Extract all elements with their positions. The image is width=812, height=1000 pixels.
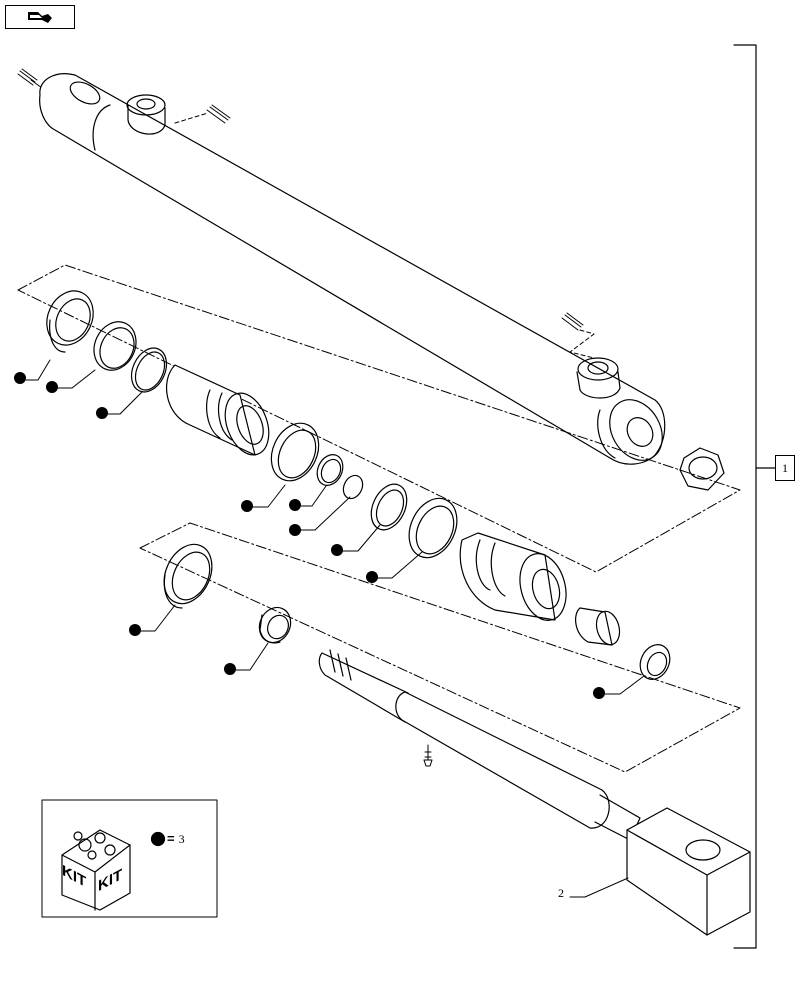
gland — [459, 532, 567, 621]
kit-quantity-equation: =3 — [167, 831, 185, 847]
rod-bushing — [258, 606, 292, 644]
set-screw — [423, 744, 433, 767]
grease-fitting-top — [174, 104, 231, 124]
next-page-button[interactable] — [5, 5, 75, 29]
next-page-arrow-icon — [28, 12, 52, 23]
o-ring-2 — [130, 347, 168, 393]
lock-nut — [679, 447, 725, 491]
kit-equals-sign: = — [167, 831, 175, 846]
seal-kit-boundary-lower — [139, 522, 741, 773]
grease-fitting-left — [17, 68, 43, 89]
piston — [166, 364, 270, 456]
o-ring-1 — [93, 321, 137, 371]
rod-callout-leader — [569, 877, 629, 898]
rod-callout-label: 2 — [558, 886, 564, 900]
bushing — [574, 607, 621, 646]
wiper-seal-upper — [46, 290, 94, 353]
small-o-ring — [342, 474, 364, 500]
gland-seal-2 — [408, 497, 458, 559]
rod-end-ring — [639, 644, 671, 680]
kit-markers — [14, 359, 645, 699]
piston-rod — [318, 649, 751, 936]
assembly-bracket — [733, 44, 776, 949]
cylinder-barrel — [39, 73, 666, 465]
piston-seal — [270, 422, 320, 482]
rod-wiper — [163, 543, 213, 609]
backup-ring — [316, 454, 344, 486]
kit-quantity: 3 — [178, 832, 185, 846]
gland-seal-1 — [370, 483, 408, 531]
seal-kit-boundary-upper — [17, 264, 741, 573]
assembly-callout: 1 — [775, 455, 795, 481]
grease-fitting-lower — [561, 312, 595, 359]
kit-legend-box — [41, 799, 218, 918]
